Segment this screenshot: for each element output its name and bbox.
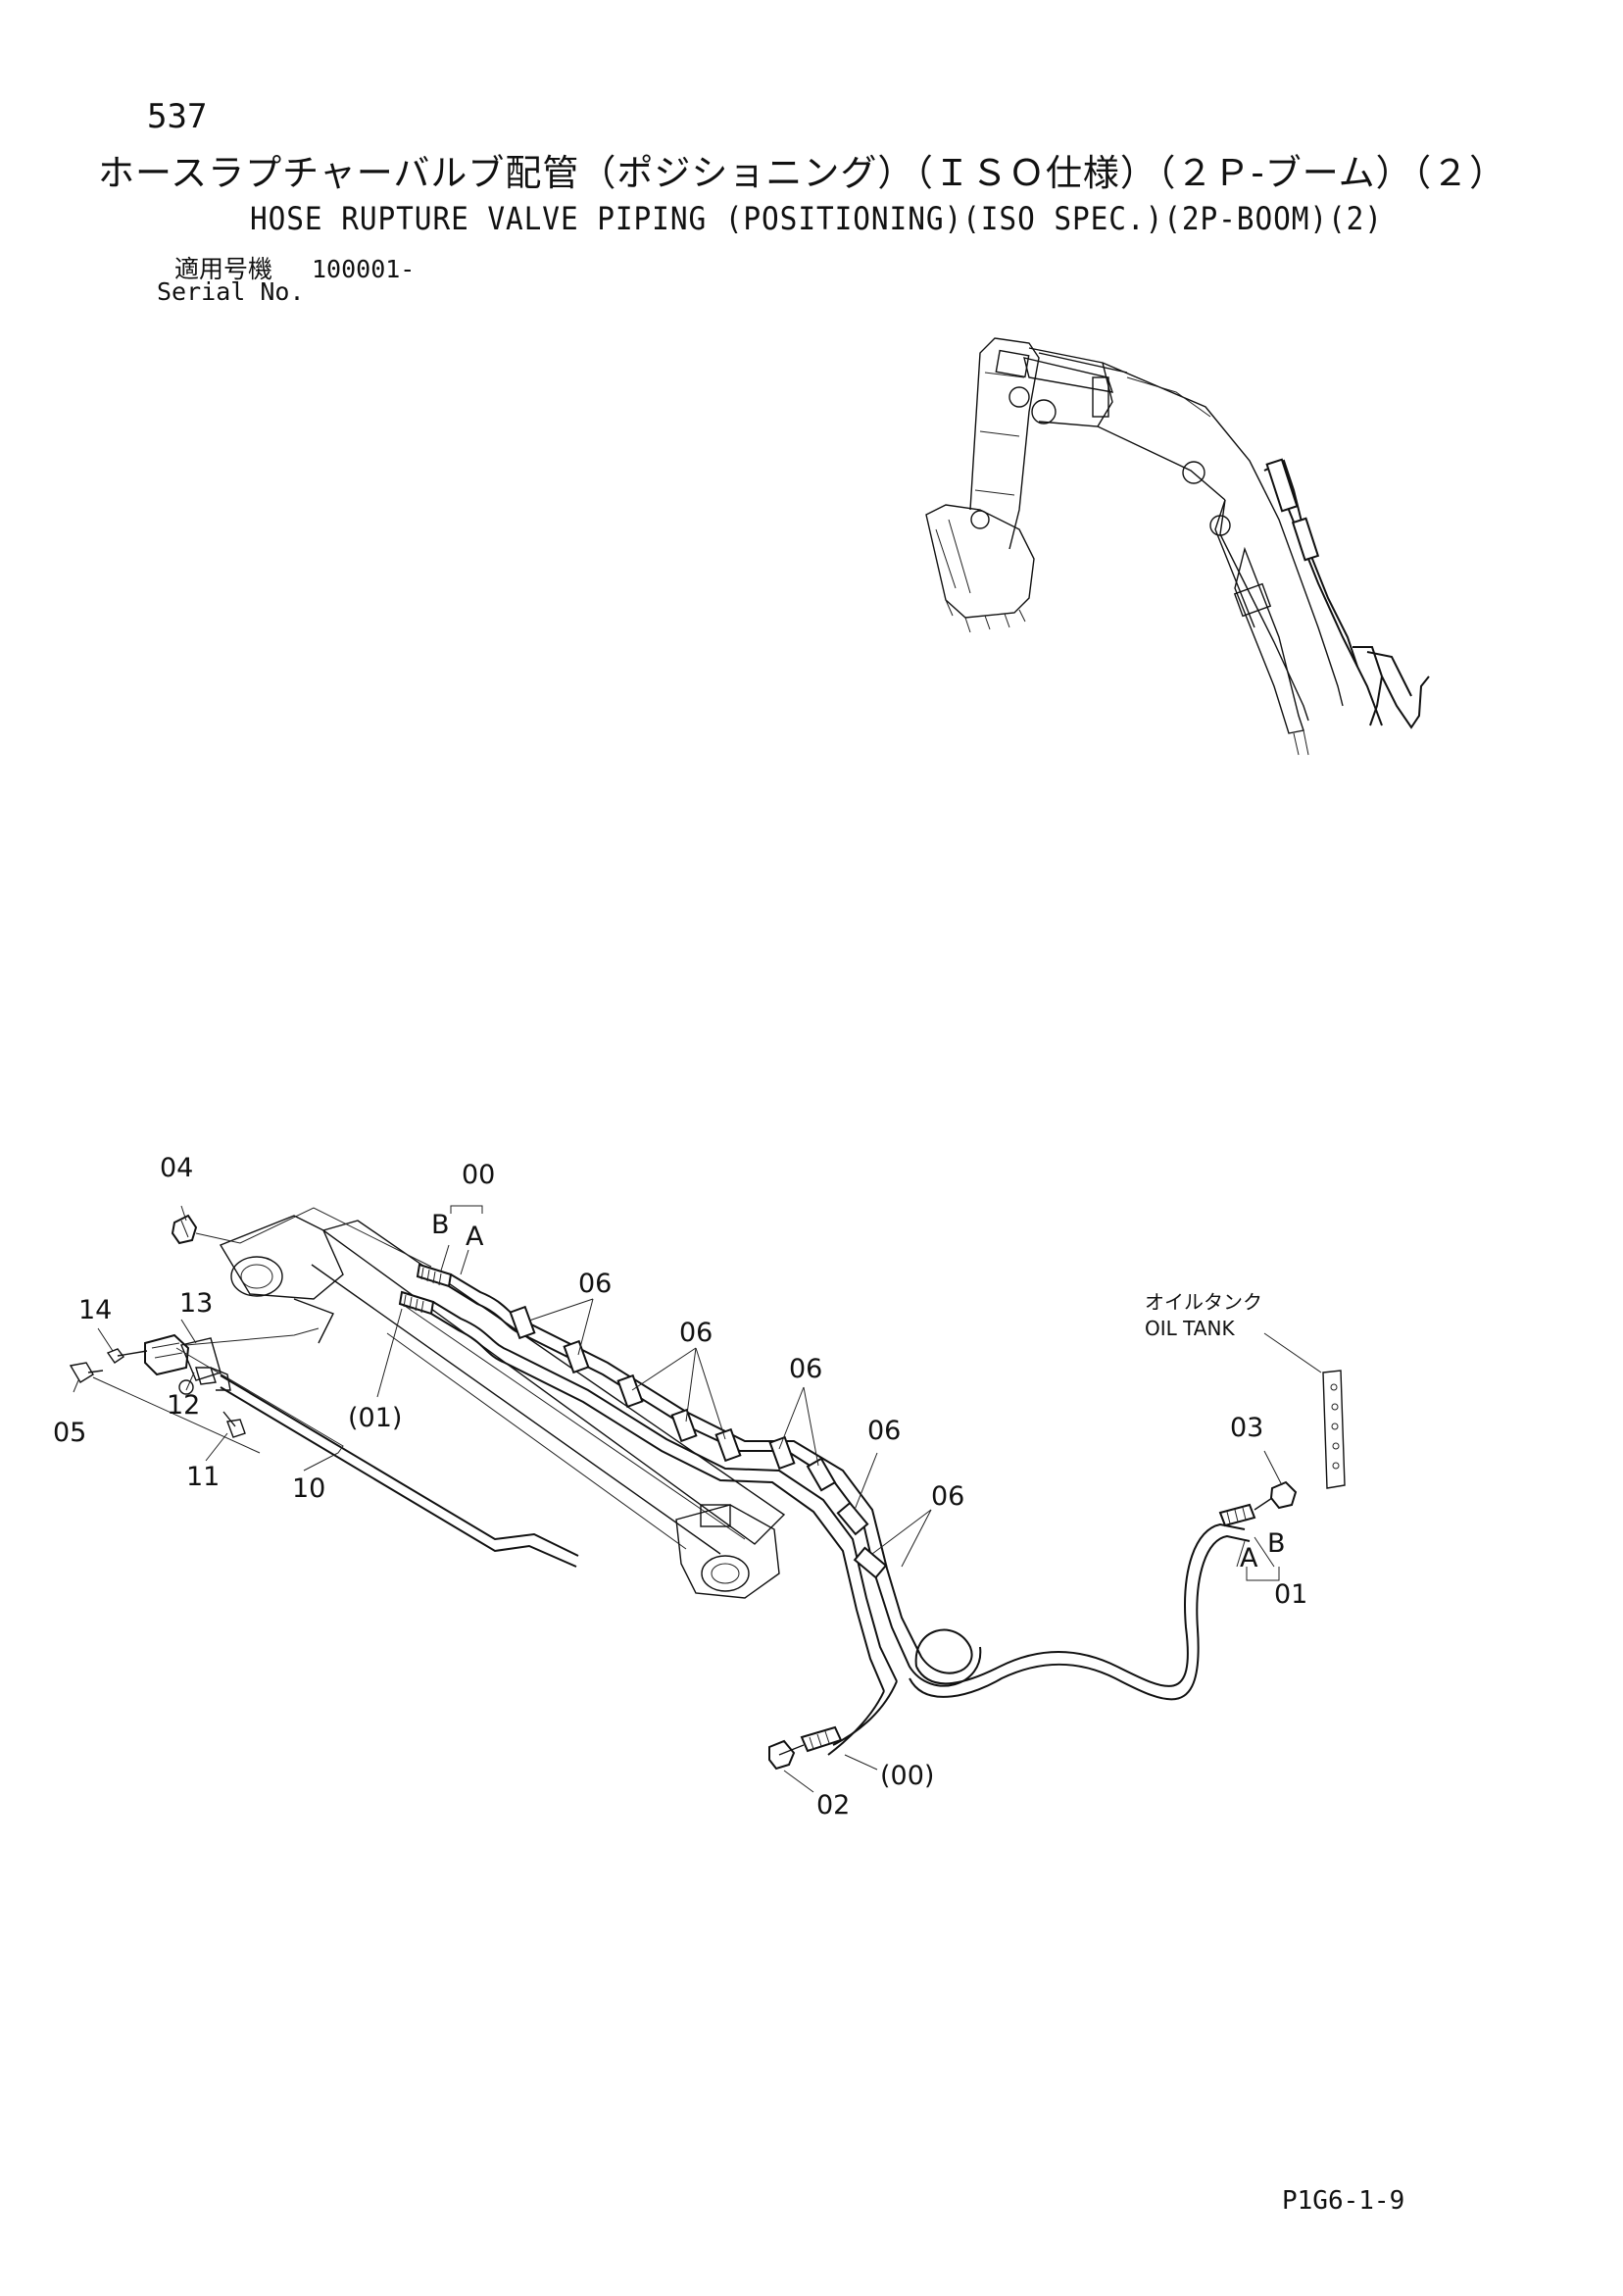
page-title-en: HOSE RUPTURE VALVE PIPING (POSITIONING)(…: [250, 200, 1383, 237]
serial-label-en: Serial No.: [157, 277, 305, 306]
callout-a-top: A: [466, 1222, 484, 1252]
callout-06-c: 06: [789, 1354, 822, 1384]
hose-bundle: [398, 1263, 1346, 1771]
steel-pipe-10: [220, 1374, 579, 1568]
callout-06-e: 06: [931, 1481, 964, 1512]
callout-a-bottom: A: [1240, 1543, 1258, 1573]
callout-05: 05: [53, 1418, 86, 1448]
callout-01-paren: (01): [348, 1403, 402, 1433]
callout-00: 00: [462, 1160, 495, 1190]
callout-06-b: 06: [679, 1318, 713, 1348]
callout-13: 13: [179, 1288, 213, 1319]
oil-tank-label-en: OIL TANK: [1145, 1317, 1235, 1340]
callout-labels: 04 00 B A 06 14 13 06 06 12 (01) 05 06 0…: [53, 1153, 1307, 1821]
excavator-overview-illustration: [925, 337, 1430, 756]
leader-lines: [73, 1205, 1322, 1793]
drawing-code: P1G6-1-9: [1282, 2186, 1405, 2216]
hose-clamps-06: [509, 1305, 888, 1579]
callout-04: 04: [160, 1153, 193, 1183]
serial-value: 100001-: [312, 255, 416, 283]
callout-b-bottom: B: [1267, 1528, 1286, 1559]
oil-tank-label-jp: オイルタンク: [1145, 1290, 1262, 1314]
page-number: 537: [147, 97, 208, 136]
callout-02: 02: [816, 1790, 850, 1821]
hose-rupture-valve-assembly: [69, 1214, 246, 1438]
callout-03: 03: [1230, 1413, 1263, 1443]
callout-14: 14: [78, 1295, 112, 1325]
callout-01: 01: [1274, 1579, 1307, 1610]
callout-b-top: B: [431, 1210, 450, 1240]
main-assembly-diagram: 04 00 B A 06 14 13 06 06 12 (01) 05 06 0…: [53, 1153, 1346, 1821]
callout-00-paren: (00): [880, 1761, 934, 1791]
boom-cylinder: [219, 1215, 786, 1599]
callout-10: 10: [292, 1473, 325, 1504]
callout-12: 12: [167, 1390, 200, 1421]
serial-label-jp: 適用号機: [174, 255, 273, 283]
callout-06-d: 06: [867, 1416, 901, 1446]
callout-06-a: 06: [578, 1269, 612, 1299]
page-title-jp: ホースラプチャーバルブ配管（ポジショニング）（ＩＳＯ仕様）（２Ｐ-ブーム）（２）: [98, 152, 1507, 194]
callout-11: 11: [186, 1462, 220, 1492]
